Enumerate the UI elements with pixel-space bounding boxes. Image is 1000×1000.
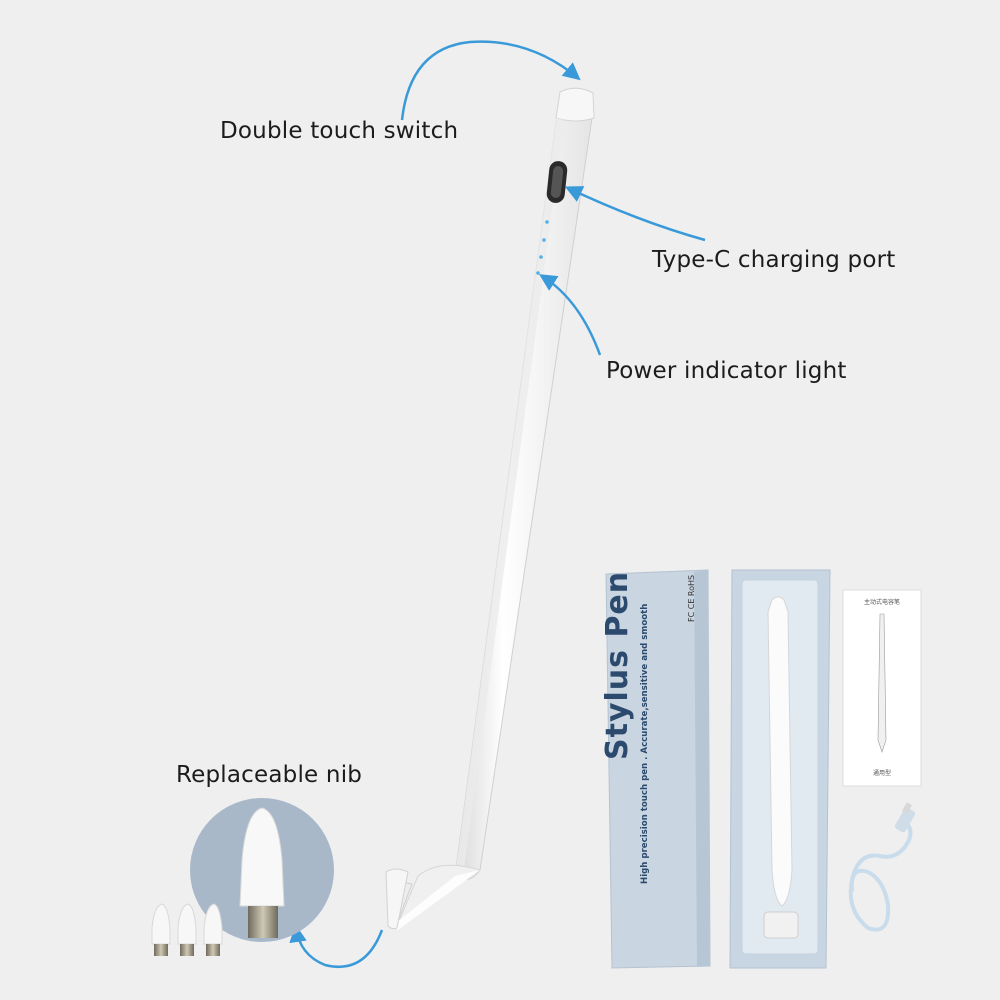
double-touch-label: Double touch switch — [220, 118, 459, 144]
manual-title: 主动式电容笔 — [863, 599, 900, 606]
manual-footer: 通用型 — [872, 770, 891, 777]
certification-marks: FC CE RoHS — [687, 574, 696, 622]
double-touch-arrow — [400, 40, 581, 121]
boxed-pen — [767, 596, 793, 907]
type-c-label: Type-C charging port — [652, 247, 896, 273]
stylus-pen — [385, 87, 595, 930]
large-nib — [239, 807, 285, 938]
nib-arrow — [289, 924, 384, 969]
small-nibs — [151, 903, 223, 956]
box-subtitle: High precision touch pen . Accurate,sens… — [640, 603, 650, 884]
power-light-label: Power indicator light — [606, 358, 847, 384]
usb-cable — [848, 802, 916, 932]
power-indicator-dots — [536, 220, 549, 275]
power-light-arrow — [539, 274, 602, 356]
nib-label: Replaceable nib — [176, 762, 363, 788]
type-c-arrow — [564, 186, 706, 242]
box-title: Stylus Pen — [600, 570, 635, 760]
